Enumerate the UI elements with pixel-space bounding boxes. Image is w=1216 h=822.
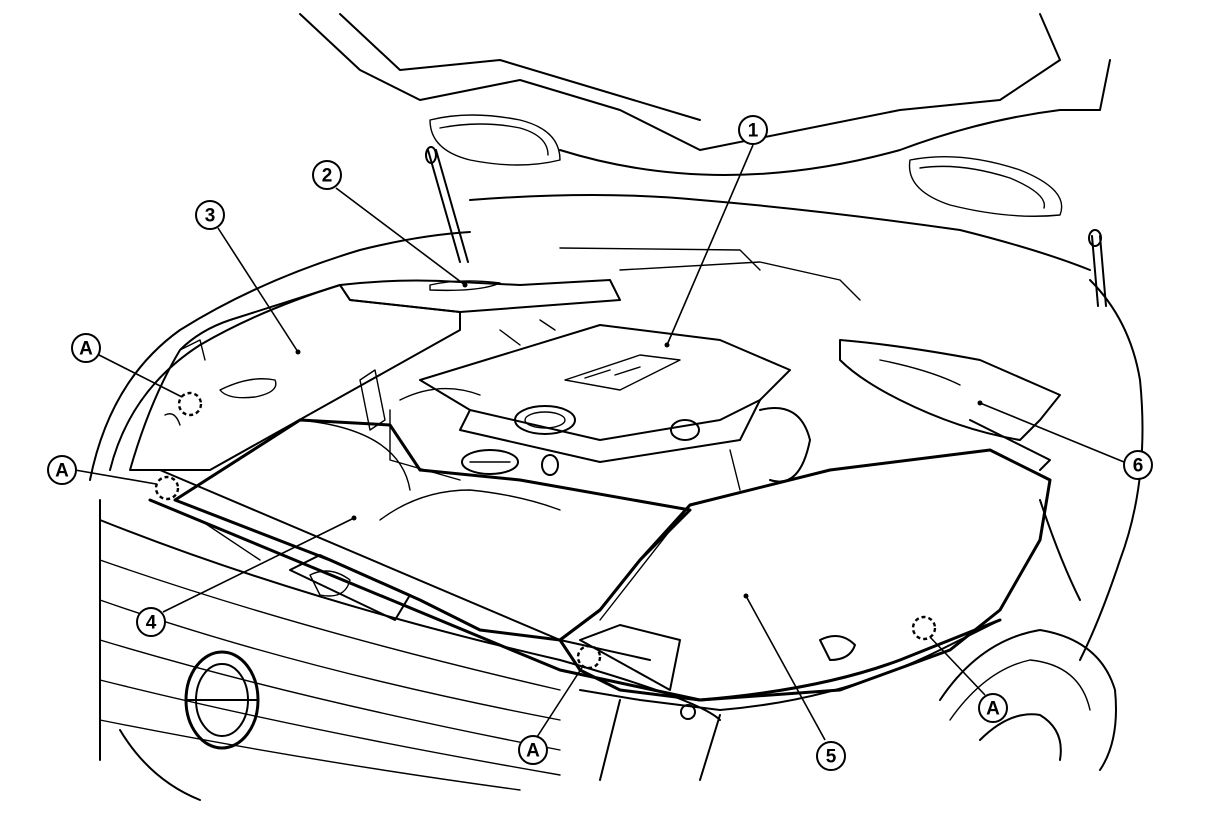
front-engine-cover	[558, 448, 1052, 702]
callout-a-upper-left: A	[71, 333, 101, 363]
leader-6	[979, 402, 1125, 463]
engine-cover	[389, 324, 791, 481]
leader-1	[666, 144, 754, 346]
right-strut-cover	[839, 339, 1061, 471]
leader-3	[217, 227, 299, 353]
clip-location-markers	[154, 391, 937, 670]
left-fender-cover	[129, 284, 461, 471]
hood-outline	[299, 13, 1111, 271]
clip-marker-front-right	[911, 615, 937, 641]
callout-a3-label: A	[526, 741, 540, 762]
right-wheel-well	[939, 629, 1117, 771]
cowl-top	[339, 247, 861, 313]
callout-a4-label: A	[986, 699, 1000, 720]
callout-1: 1	[738, 115, 768, 145]
leader-5	[745, 595, 826, 741]
leader-4	[162, 517, 355, 613]
callout-2: 2	[312, 160, 342, 190]
leader-a3	[536, 665, 584, 738]
callout-4: 4	[136, 607, 166, 637]
callout-a-front-right: A	[978, 693, 1008, 723]
callout-2-label: 2	[322, 166, 333, 187]
callout-a-front-center: A	[518, 735, 548, 765]
callout-6: 6	[1123, 450, 1153, 480]
leader-lines	[74, 144, 1125, 741]
callout-3: 3	[195, 200, 225, 230]
callout-1-label: 1	[748, 121, 759, 142]
engine-details	[359, 319, 811, 491]
callout-6-label: 6	[1133, 456, 1144, 477]
callout-5-label: 5	[826, 747, 837, 768]
hood-stay-rods	[425, 146, 1107, 307]
leader-a4	[929, 636, 986, 696]
radiator-core-support	[148, 469, 1002, 781]
callout-3-label: 3	[205, 206, 216, 227]
callout-5: 5	[816, 741, 846, 771]
air-cleaner-cover	[173, 418, 692, 642]
callout-a-lower-left: A	[47, 455, 77, 485]
clip-marker-upper-left	[177, 391, 203, 417]
leader-2	[335, 187, 466, 286]
callout-4-label: 4	[146, 613, 157, 634]
leader-a2	[74, 469, 157, 485]
clip-marker-lower-left	[154, 475, 180, 501]
callout-a1-label: A	[79, 339, 93, 360]
leader-a1	[98, 354, 183, 398]
callout-a2-label: A	[55, 461, 69, 482]
clip-marker-front-center	[576, 644, 602, 670]
